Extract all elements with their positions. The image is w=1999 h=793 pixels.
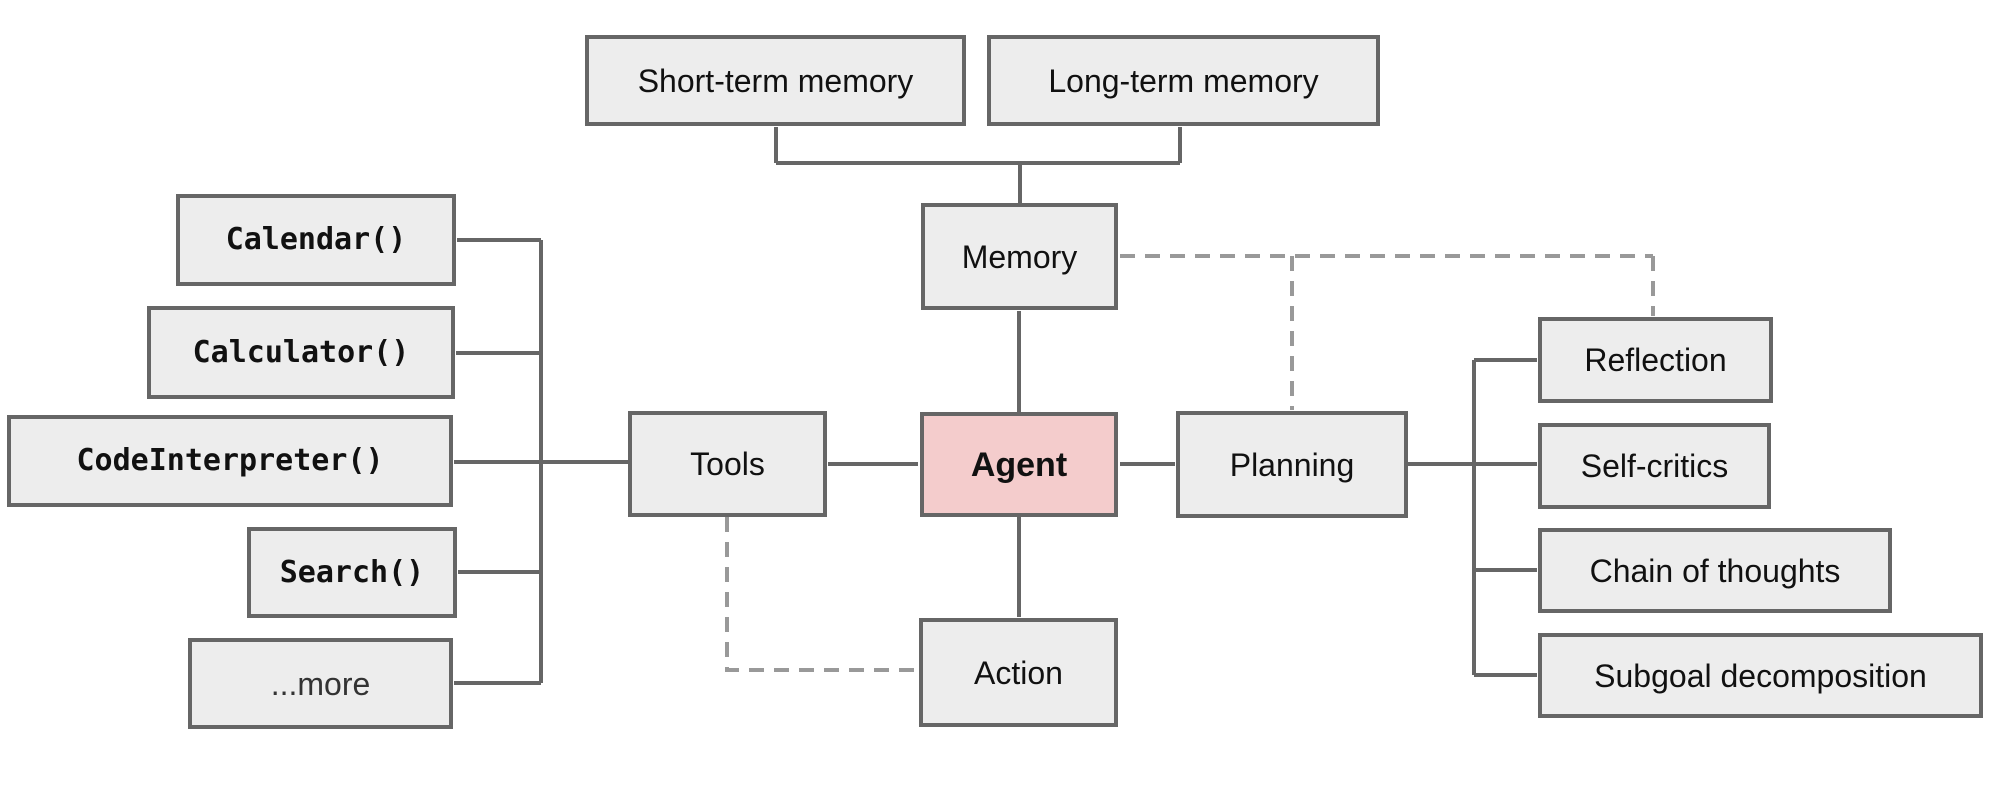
node-short-term-memory-label: Short-term memory [637, 62, 914, 99]
node-tool-calculator-label: Calculator() [192, 334, 410, 370]
node-chain-of-thoughts-label: Chain of thoughts [1589, 552, 1841, 589]
node-tool-search-label: Search() [279, 554, 425, 590]
node-tool-more-label: ...more [270, 665, 371, 702]
node-subgoal-decomposition-label: Subgoal decomposition [1594, 657, 1927, 694]
node-self-critics: Self-critics [1538, 423, 1771, 509]
node-tool-search: Search() [247, 527, 457, 618]
node-chain-of-thoughts: Chain of thoughts [1538, 528, 1892, 613]
edge-memory-split [776, 161, 1180, 204]
edge-tools-to-action-dashed [725, 517, 918, 672]
node-agent: Agent [920, 412, 1118, 517]
node-planning: Planning [1176, 411, 1408, 518]
node-tools: Tools [628, 411, 827, 517]
node-long-term-memory: Long-term memory [987, 35, 1380, 126]
node-tool-code-interpreter: CodeInterpreter() [7, 415, 453, 507]
node-self-critics-label: Self-critics [1580, 448, 1729, 484]
node-subgoal-decomposition: Subgoal decomposition [1538, 633, 1983, 718]
node-long-term-memory-label: Long-term memory [1048, 62, 1319, 99]
node-tool-calendar: Calendar() [176, 194, 456, 286]
node-tools-label: Tools [690, 446, 765, 482]
node-reflection-label: Reflection [1584, 342, 1727, 378]
node-memory-label: Memory [961, 238, 1078, 275]
node-planning-label: Planning [1229, 446, 1355, 483]
node-tool-calculator: Calculator() [147, 306, 455, 399]
node-tool-more: ...more [188, 638, 453, 729]
node-tool-calendar-label: Calendar() [225, 222, 407, 257]
node-memory: Memory [921, 203, 1118, 310]
node-tool-code-interpreter-label: CodeInterpreter() [76, 443, 384, 478]
node-action-label: Action [974, 654, 1063, 691]
node-short-term-memory: Short-term memory [585, 35, 966, 126]
node-reflection: Reflection [1538, 317, 1773, 403]
node-agent-label: Agent [970, 445, 1068, 484]
node-action: Action [919, 618, 1118, 727]
